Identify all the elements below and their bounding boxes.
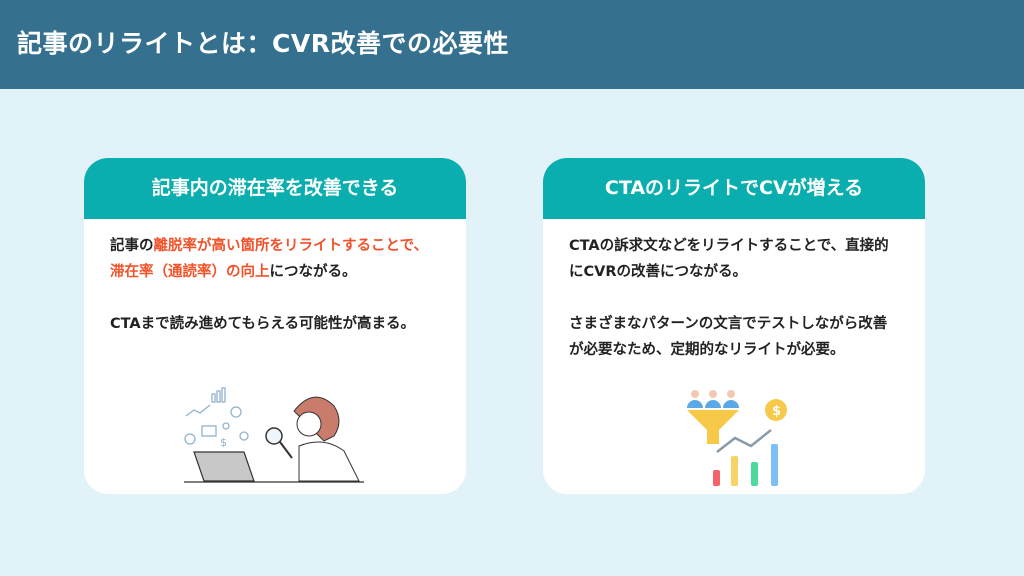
svg-text:$: $ [772, 404, 781, 419]
header-bar: 記事のリライトとは：CVR改善での必要性 [0, 0, 1024, 89]
card-title: 記事内の滞在率を改善できる [84, 158, 466, 219]
card-paragraph-2: CTAまで読み進めてもらえる可能性が高まる。 [110, 316, 415, 332]
highlight-text: 離脱率が高い箇所をリライトすることで、滞在率（通読率）の向上 [110, 238, 428, 280]
funnel-growth-chart-icon: $ [687, 390, 787, 486]
card-title: CTAのリライトでCVが増える [543, 158, 925, 219]
card-dwell-rate: 記事内の滞在率を改善できる 記事の離脱率が高い箇所をリライトすることで、滞在率（… [84, 158, 466, 494]
svg-text:$: $ [220, 436, 227, 449]
card-cta-rewrite: CTAのリライトでCVが増える CTAの訴求文などをリライトすることで、直接的に… [543, 158, 925, 494]
card-paragraph-1: CTAの訴求文などをリライトすることで、直接的にCVRの改善につながる。 [569, 238, 889, 280]
card-paragraph-1: 記事の離脱率が高い箇所をリライトすることで、滞在率（通読率）の向上につながる。 [110, 238, 428, 280]
page-title: 記事のリライトとは：CVR改善での必要性 [17, 29, 509, 58]
woman-magnifier-illustration-icon: $ [184, 387, 364, 483]
card-paragraph-2: さまざまなパターンの文言でテストしながら改善が必要なため、定期的なリライトが必要… [569, 316, 888, 358]
